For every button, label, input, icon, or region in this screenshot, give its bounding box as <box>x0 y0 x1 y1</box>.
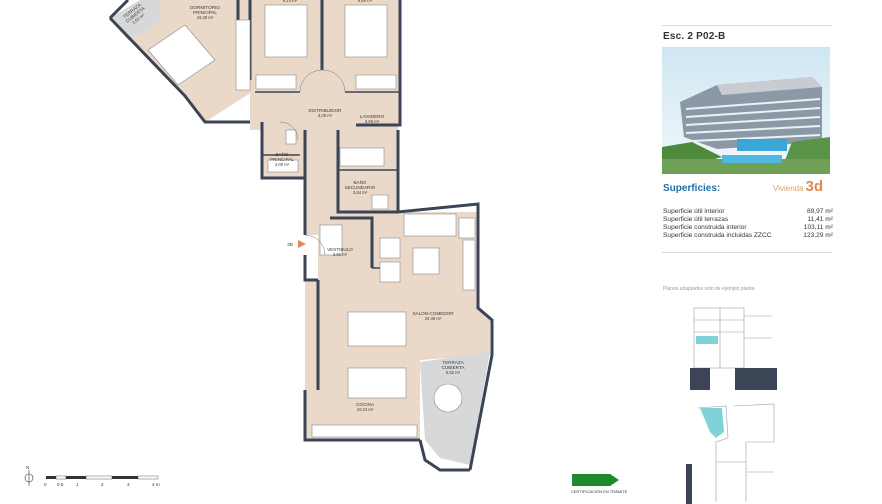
terrace-table <box>433 383 463 413</box>
surface-label: Superficie útil terrazas <box>663 216 729 223</box>
fridge <box>319 224 343 256</box>
room-name: VESTIBULO <box>327 247 353 252</box>
room-area: 24,46 m² <box>425 316 442 321</box>
surface-value: 123,29 m² <box>803 232 833 239</box>
wardrobe-2 <box>255 74 297 90</box>
furniture <box>147 4 476 438</box>
coffee-table <box>412 247 440 275</box>
room-name: SECUNDARIO <box>345 185 376 190</box>
key-plan-upper <box>690 307 777 390</box>
surface-row: Superficie construida interior 103,11 m² <box>663 224 833 231</box>
surface-value: 103,11 m² <box>803 224 833 231</box>
room-area: 3,80 m² <box>333 252 348 257</box>
dining-table <box>347 311 407 347</box>
room-name: DISTRIBUIDOR <box>309 108 343 113</box>
room-area: 9,60 m² <box>358 0 373 3</box>
toilet <box>285 129 297 145</box>
side-unit <box>458 217 476 239</box>
plan-note: Planos adaptados solo de ejemplo planta <box>663 286 755 292</box>
scale-tick-0: 0 <box>44 482 47 487</box>
walls <box>108 0 494 472</box>
room-name: COCINA <box>356 402 375 407</box>
scale-bar: N 0 0.5 1 2 3 4 m <box>24 465 160 487</box>
unit-code: Esc. 2 P02-B <box>663 31 726 42</box>
vivienda-value: 3d <box>805 178 824 195</box>
room-area: 3,09 m² <box>318 113 333 118</box>
room-name: DORMITORIO <box>190 5 220 10</box>
room-name: TERRAZA <box>442 360 464 365</box>
room-label-dormitorio-2: 9,14 m² <box>283 0 298 3</box>
room-name: SALON-COMEDOR <box>412 311 454 316</box>
surface-value: 89,97 m² <box>806 208 833 215</box>
entry-marker: 2B <box>287 242 293 247</box>
certification-arrow-icon <box>572 474 619 486</box>
room-label-dormitorio-3: 9,60 m² <box>358 0 373 3</box>
room-name: BAÑO <box>275 151 288 157</box>
room-area: 16,40 m² <box>197 15 214 20</box>
wardrobe-1 <box>235 19 251 91</box>
room-name: PRINCIPAL <box>193 10 217 15</box>
scale-tick-2: 1 <box>76 482 79 487</box>
kitchen-counter <box>311 424 418 438</box>
room-name: BAÑO <box>353 179 366 185</box>
entry-arrow-icon <box>298 240 306 248</box>
bed-2 <box>264 4 308 58</box>
bed-3 <box>344 4 388 58</box>
wardrobe-3 <box>355 74 397 90</box>
key-plan-lower <box>686 403 775 504</box>
surface-row: Superficie construida incluidas ZZCC 123… <box>663 232 833 239</box>
sofa <box>403 213 457 237</box>
room-area: 4,00 m² <box>275 162 290 167</box>
surface-label: Superficie construida incluidas ZZCC <box>663 232 772 239</box>
vivienda-label: Vivienda <box>773 184 804 193</box>
building-render-image <box>662 47 830 174</box>
room-area: 2,06 m² <box>365 119 380 124</box>
scale-tick-3: 2 <box>101 482 104 487</box>
tv-unit <box>462 239 476 291</box>
surface-label: Superficie útil interior <box>663 208 725 215</box>
sink-principal <box>267 159 299 173</box>
kitchen-island <box>347 367 407 399</box>
surface-row: Superficie útil interior 89,97 m² <box>663 208 833 215</box>
room-name: LAVADERO <box>360 114 385 119</box>
room-area: 10,24 m² <box>357 407 374 412</box>
scale-tick-5: 4 m <box>152 482 160 487</box>
bathtub <box>339 147 385 167</box>
superficies-title: Superficies: <box>663 183 721 194</box>
sink-secundario <box>371 194 389 210</box>
armchair-1 <box>379 237 401 259</box>
armchair-2 <box>379 261 401 283</box>
room-area: 3,64 m² <box>353 190 368 195</box>
scale-tick-1: 0.5 <box>57 482 64 487</box>
room-area: 5,92 m² <box>446 370 461 375</box>
room-name: CUBIERTA <box>442 365 466 370</box>
top-divider <box>662 25 832 26</box>
scale-tick-4: 3 <box>127 482 130 487</box>
section-divider <box>662 252 832 253</box>
room-area: 9,14 m² <box>283 0 298 3</box>
surface-label: Superficie construida interior <box>663 224 747 231</box>
certification-status: CERTIFICACIÓN EN TRÁMITE <box>571 489 628 494</box>
bed-principal <box>147 24 216 86</box>
doors <box>279 69 346 256</box>
surface-value: 11,41 m² <box>807 216 833 223</box>
north-label: N <box>26 465 29 470</box>
surface-row: Superficie útil terrazas 11,41 m² <box>663 216 833 223</box>
room-name: PRINCIPAL <box>270 157 294 162</box>
